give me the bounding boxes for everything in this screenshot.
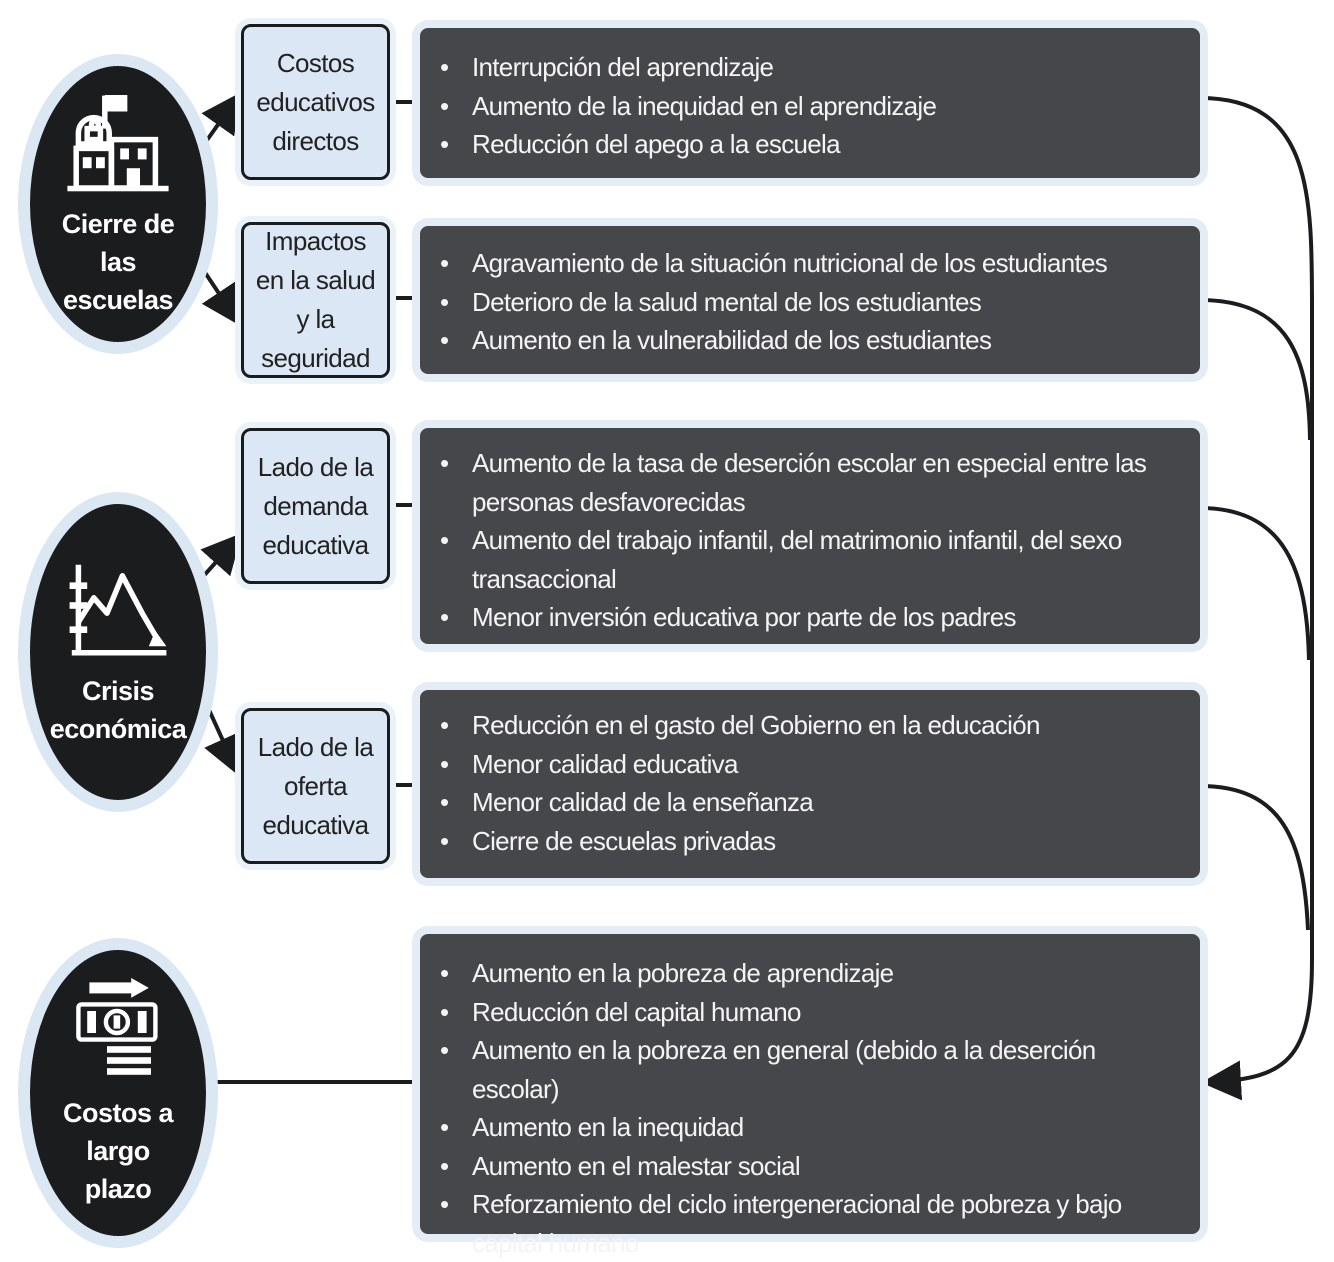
list-item: Aumento en la pobreza en general (debido…: [436, 1031, 1180, 1108]
list-item: Deterioro de la salud mental de los estu…: [436, 283, 1180, 322]
outcome-label: Costos a largo plazo: [62, 1098, 174, 1204]
money-arrow-coins-icon: [76, 978, 158, 1075]
list-item: Menor calidad educativa: [436, 745, 1180, 784]
list-item: Aumento en la pobreza de aprendizaje: [436, 954, 1180, 993]
cause-label: Crisis económica: [49, 676, 187, 744]
economic-decline-chart-icon: [69, 564, 167, 656]
list-item: Aumento de la tasa de deserción escolar …: [436, 444, 1180, 521]
return-curve-1: [1199, 96, 1315, 1101]
cause-label: Cierre de las escuelas: [61, 209, 175, 315]
list-item: Interrupción del aprendizaje: [436, 48, 1180, 87]
panel-supply-side: Reducción en el gasto del Gobierno en la…: [420, 690, 1200, 878]
list-item: Aumento en la vulnerabilidad de los estu…: [436, 321, 1180, 360]
list-item: Menor calidad de la enseñanza: [436, 783, 1180, 822]
list-item: Reducción en el gasto del Gobierno en la…: [436, 706, 1180, 745]
panel-direct-costs: Interrupción del aprendizaje Aumento de …: [420, 28, 1200, 178]
cause-school-closure: Cierre de las escuelas: [18, 54, 218, 354]
channel-label: Costos educativos directos: [256, 47, 375, 156]
return-curve-4: [1199, 784, 1310, 931]
list-item: Menor inversión educativa por parte de l…: [436, 598, 1180, 637]
return-curve-2: [1199, 298, 1312, 441]
channel-box-direct-costs: Costos educativos directos: [241, 24, 390, 180]
list-item: Aumento de la inequidad en el aprendizaj…: [436, 87, 1180, 126]
list-item: Cierre de escuelas privadas: [436, 822, 1180, 861]
channel-box-health-safety: Impactos en la salud y la seguridad: [241, 222, 390, 378]
list-item: Agravamiento de la situación nutricional…: [436, 244, 1180, 283]
panel-long-term-costs: Aumento en la pobreza de aprendizaje Red…: [420, 934, 1200, 1258]
panel-health-safety: Agravamiento de la situación nutricional…: [420, 226, 1200, 374]
list-item: Reducción del apego a la escuela: [436, 125, 1180, 164]
list-item: Aumento en la inequidad: [436, 1108, 1180, 1147]
list-item: Reducción del capital humano: [436, 993, 1180, 1032]
cause-economic-crisis: Crisis económica: [18, 492, 218, 812]
channel-label: Lado de la demanda educativa: [257, 451, 374, 560]
channel-box-demand-side: Lado de la demanda educativa: [241, 428, 390, 584]
arrow-crisis-to-demand: [198, 533, 243, 582]
channel-label: Impactos en la salud y la seguridad: [255, 226, 376, 373]
list-item: Aumento en el malestar social: [436, 1147, 1180, 1186]
return-curve-3: [1199, 506, 1311, 661]
outcome-long-term-costs: Costos a largo plazo: [18, 938, 218, 1248]
school-building-icon: [67, 95, 169, 192]
list-item: Aumento del trabajo infantil, del matrim…: [436, 521, 1180, 598]
list-item: Reforzamiento del ciclo intergeneraciona…: [436, 1185, 1180, 1262]
channel-label: Lado de la oferta educativa: [257, 731, 374, 840]
channel-box-supply-side: Lado de la oferta educativa: [241, 708, 390, 864]
panel-demand-side: Aumento de la tasa de deserción escolar …: [420, 428, 1200, 644]
